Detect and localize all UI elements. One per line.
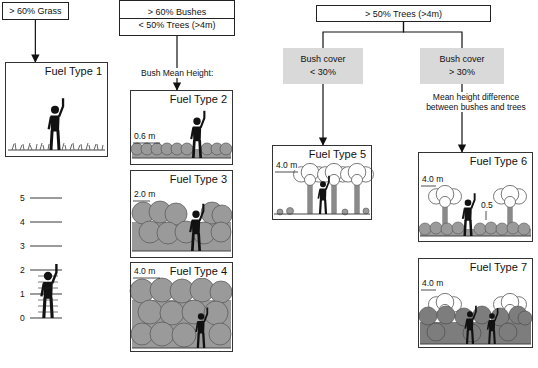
box-text: > 30%	[446, 66, 478, 79]
dimension-label: 0.6 m	[133, 131, 156, 141]
flow-arrow	[322, 84, 323, 145]
box-text: Bush cover	[297, 53, 348, 66]
bush-cover-box: Bush cover< 30%	[283, 48, 363, 84]
fuel-type-title: Fuel Type 2	[168, 93, 229, 106]
caption-text: Bush Mean Height:	[140, 68, 214, 78]
fuel-type-panel: Fuel Type 1	[5, 62, 108, 157]
scale-number: 0	[19, 313, 26, 323]
grass-scene	[8, 98, 105, 150]
box-text: < 50% Trees (>4m)	[120, 18, 234, 31]
criteria-box: > 50% Trees (>4m)	[316, 5, 491, 22]
dimension-label: 4.0 m	[421, 278, 444, 288]
criteria-box: > 60% Bushes< 50% Trees (>4m)	[119, 0, 235, 36]
medium-bush-scene	[132, 201, 232, 251]
fuel-type-title: Fuel Type 1	[43, 65, 104, 78]
scale-number: 5	[19, 193, 26, 203]
open-forest-scene	[274, 163, 374, 215]
criteria-box: > 60% Grass	[2, 2, 69, 20]
height-scale	[30, 198, 62, 318]
fuel-type-title: Fuel Type 3	[168, 173, 229, 186]
dimension-label: 4.0 m	[275, 160, 298, 170]
dimension-label: 0.5	[480, 200, 494, 210]
bush-cover-box: Bush cover> 30%	[420, 48, 504, 84]
fuel-type-panel: Fuel Type 5	[272, 145, 372, 220]
scale-number: 4	[19, 217, 26, 227]
fuel-type-panel: Fuel Type 7	[418, 258, 533, 348]
fuel-type-panel: Fuel Type 3	[130, 170, 233, 258]
box-text: < 30%	[307, 66, 339, 79]
fuel-type-title: Fuel Type 4	[168, 265, 229, 278]
scale-number: 2	[19, 265, 26, 275]
scale-number: 3	[19, 241, 26, 251]
flow-arrow	[35, 20, 36, 62]
dimension-label: 4.0 m	[421, 174, 444, 184]
fuel-type-title: Fuel Type 6	[468, 155, 529, 168]
note-text: Mean height difference between bushes an…	[416, 92, 536, 112]
tall-bush-scene	[130, 278, 232, 348]
bracket-line	[404, 22, 463, 48]
bracket-line	[323, 22, 404, 48]
box-text: Bush cover	[436, 53, 487, 66]
dimension-label: 2.0 m	[133, 189, 156, 199]
box-text: > 50% Trees (>4m)	[362, 8, 445, 20]
box-text: > 60% Bushes	[120, 6, 234, 18]
low-bush-scene	[131, 111, 232, 158]
fuel-type-panel: Fuel Type 2	[130, 90, 233, 165]
scale-number: 1	[19, 289, 26, 299]
flow-arrow	[176, 36, 177, 90]
closed-forest-scene	[419, 290, 532, 344]
fuel-type-panel: Fuel Type 6	[418, 152, 533, 242]
forest-gap-scene	[419, 185, 531, 236]
box-text: > 60% Grass	[6, 5, 64, 17]
fuel-type-title: Fuel Type 5	[307, 148, 368, 161]
fuel-type-title: Fuel Type 7	[468, 261, 529, 274]
dimension-label: 4.0 m	[133, 266, 156, 276]
